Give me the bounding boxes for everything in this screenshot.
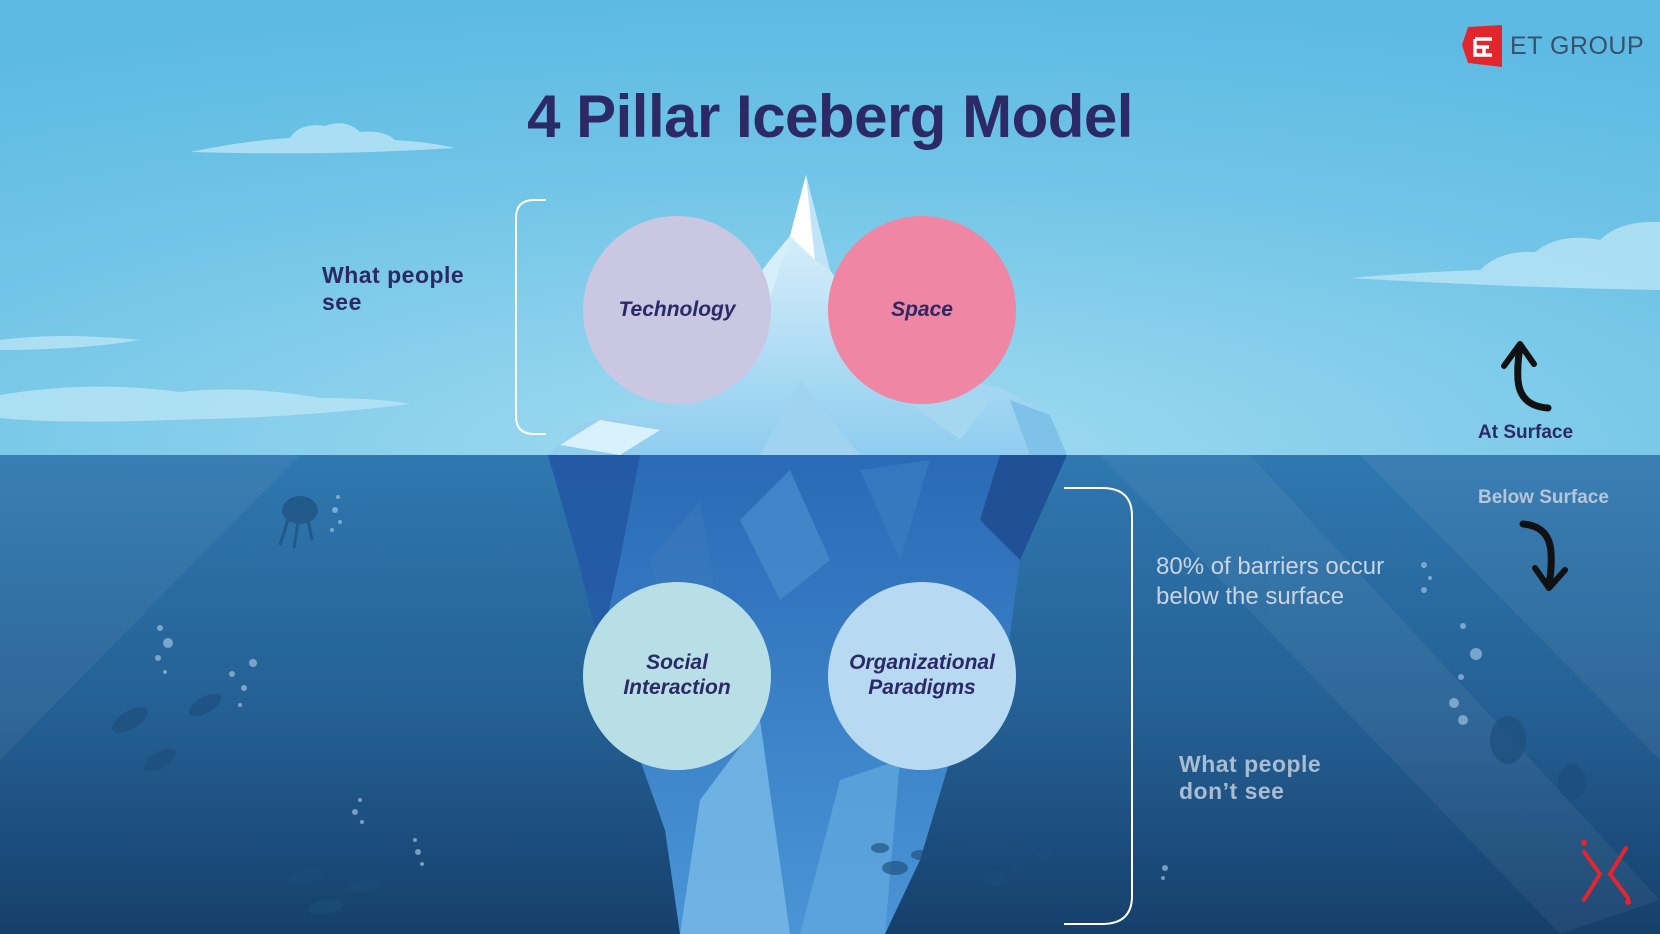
up-arrow-icon (1501, 341, 1552, 412)
below-surface-label: Below Surface (1478, 487, 1609, 508)
pillar-technology: Technology (583, 216, 771, 404)
barriers-note: 80% of barriers occur below the surface (1156, 553, 1385, 610)
pillar-social-interaction: Social Interaction (583, 582, 771, 770)
above-surface-bracket (515, 199, 546, 435)
corner-mark-icon (1581, 840, 1631, 905)
pillar-space-label: Space (891, 297, 953, 321)
pillar-social-label: Social Interaction (623, 651, 731, 699)
light-rays (0, 455, 1660, 934)
down-arrow-icon (1519, 520, 1568, 591)
pillar-organizational-label: Organizational Paradigms (849, 651, 995, 699)
at-surface-label: At Surface (1478, 422, 1574, 443)
pillar-organizational-paradigms: Organizational Paradigms (828, 582, 1016, 770)
et-group-logo-icon (1462, 25, 1502, 67)
brand-name: ET GROUP (1510, 31, 1645, 60)
page-title: 4 Pillar Iceberg Model (527, 83, 1133, 150)
et-group-logo[interactable]: ET GROUP (1462, 24, 1644, 68)
fish-school (871, 840, 1053, 885)
what-people-see-label: What people see (322, 262, 465, 315)
clouds (0, 123, 1660, 422)
pillar-space: Space (828, 216, 1016, 404)
pillar-technology-label: Technology (618, 297, 736, 321)
what-people-dont-see-label: What people don’t see (1179, 751, 1322, 804)
below-surface-bracket (1064, 487, 1133, 925)
bubbles (155, 495, 1482, 880)
sea-creatures (112, 496, 1586, 915)
iceberg-underwater (548, 455, 1067, 934)
